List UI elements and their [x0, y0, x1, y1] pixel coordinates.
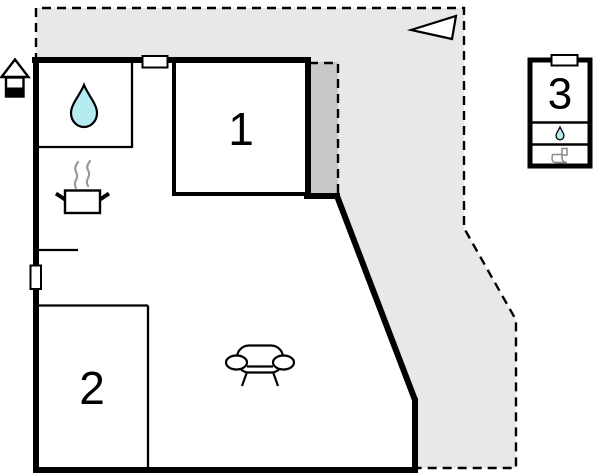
room-2-label: 2	[79, 362, 105, 414]
cooking-pot-icon	[54, 159, 111, 215]
annex-building: 3	[527, 54, 593, 169]
room-1-walls	[172, 62, 306, 196]
water-drop-icon	[69, 82, 99, 129]
toilet-icon	[551, 147, 568, 164]
steam-icon	[73, 159, 92, 190]
window-marker-left	[29, 264, 42, 290]
terrace-dashed-boundary	[34, 6, 518, 470]
covered-terrace-area	[309, 62, 338, 196]
window-marker-annex	[550, 54, 579, 67]
window-marker-top	[141, 55, 169, 69]
room-2-walls	[38, 304, 150, 468]
room-1-label: 1	[228, 103, 254, 155]
terrace-area	[36, 8, 516, 468]
water-drop-icon-annex	[555, 125, 565, 141]
room-3-label: 3	[548, 70, 572, 119]
bathroom-walls	[38, 62, 134, 149]
sofa-icon	[224, 344, 296, 387]
direction-arrow-icon	[406, 14, 458, 41]
entrance-icon	[0, 57, 31, 98]
